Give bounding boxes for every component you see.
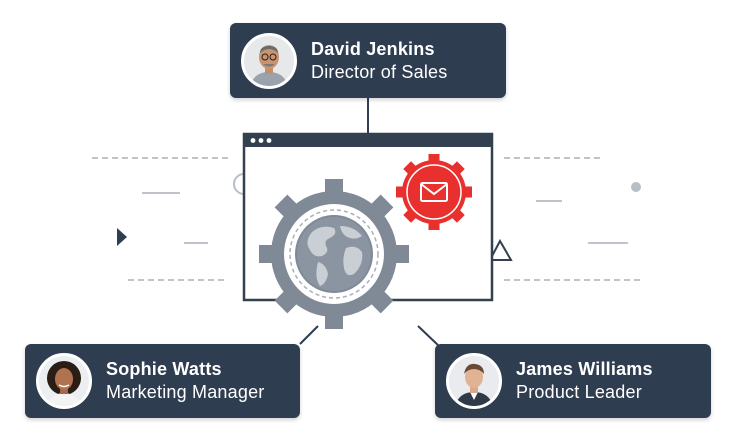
play-arrow-icon <box>117 228 127 246</box>
email-gear-icon <box>396 154 472 230</box>
decorative-lines <box>92 157 640 281</box>
dot-icon <box>631 182 641 192</box>
man-glasses-avatar-icon <box>241 32 297 89</box>
person-role: Director of Sales <box>311 61 448 82</box>
globe-gear-icon <box>259 179 409 329</box>
person-name: David Jenkins <box>311 38 435 59</box>
person-name: James Williams <box>516 359 653 379</box>
person-name: Sophie Watts <box>106 359 222 379</box>
person-role: Product Leader <box>516 382 642 402</box>
person-role: Marketing Manager <box>106 382 265 402</box>
connector-lines <box>299 96 441 348</box>
envelope-icon <box>420 182 448 202</box>
person-card-david: David Jenkins Director of Sales <box>230 23 506 98</box>
person-card-james: James Williams Product Leader <box>435 344 711 418</box>
man-suit-avatar-icon <box>446 353 502 409</box>
triangle-outline-icon <box>488 238 513 261</box>
woman-curly-hair-avatar-icon <box>36 353 92 409</box>
person-card-sophie: Sophie Watts Marketing Manager <box>25 344 300 418</box>
